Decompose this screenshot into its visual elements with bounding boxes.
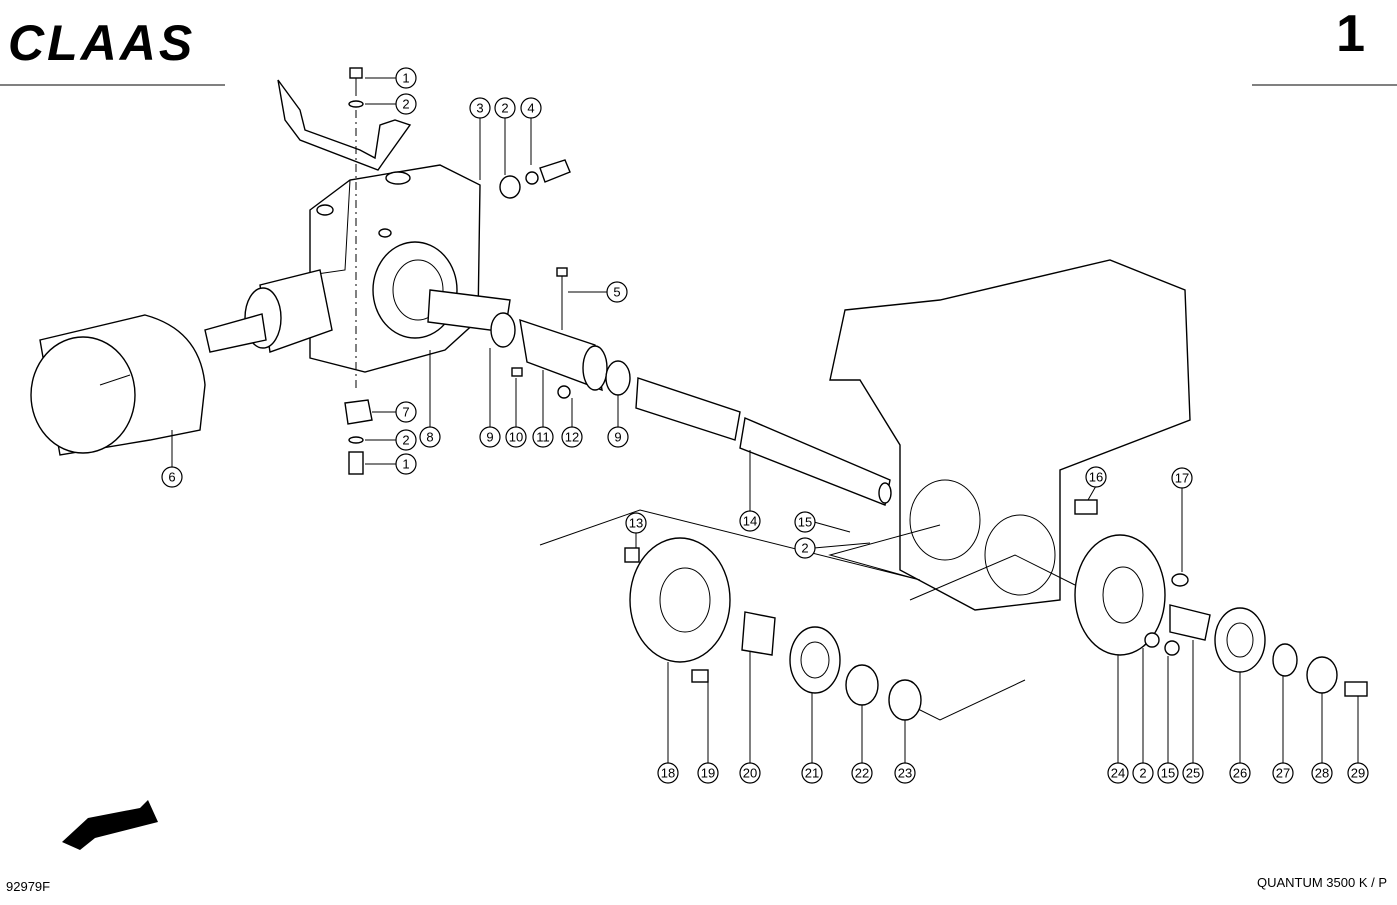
callout-29: 29: [1347, 696, 1369, 784]
svg-text:26: 26: [1233, 766, 1247, 781]
callout-6: 6: [161, 430, 183, 488]
model-name: QUANTUM 3500 K / P: [1256, 875, 1387, 890]
callout-2-b: 2: [494, 97, 516, 175]
svg-text:16: 16: [1089, 470, 1103, 485]
callout-20: 20: [739, 652, 761, 784]
svg-text:19: 19: [701, 766, 715, 781]
svg-text:8: 8: [426, 430, 433, 445]
callout-19: 19: [697, 682, 719, 784]
gearbox: [204, 164, 511, 373]
svg-text:2: 2: [501, 101, 508, 116]
callout-16: 16: [1085, 466, 1107, 501]
callout-25: 25: [1182, 640, 1204, 784]
callout-11: 11: [532, 370, 554, 448]
svg-text:23: 23: [898, 766, 912, 781]
left-bearing-assembly: [624, 537, 922, 721]
callout-14: 14: [739, 450, 761, 532]
callout-2-top: 2: [365, 93, 417, 115]
svg-text:7: 7: [402, 405, 409, 420]
callout-7: 7: [372, 401, 417, 423]
drive-shaft: [635, 377, 892, 506]
bolts-and-washers: [344, 67, 571, 475]
callout-12: 12: [561, 398, 583, 448]
callout-24: 24: [1107, 655, 1129, 784]
guard-tube: [30, 314, 206, 456]
callout-10: 10: [505, 378, 527, 448]
callout-1-top: 1: [365, 67, 417, 89]
callout-9-right: 9: [607, 395, 629, 448]
callout-23: 23: [894, 720, 916, 784]
svg-text:2: 2: [402, 97, 409, 112]
svg-text:11: 11: [536, 430, 550, 445]
svg-text:2: 2: [1139, 766, 1146, 781]
svg-text:12: 12: [565, 430, 579, 445]
callout-2-c: 2: [365, 429, 417, 451]
svg-text:27: 27: [1276, 766, 1290, 781]
engine-housing: [829, 259, 1191, 611]
callout-layer: 1 2 3 2 4 5 6 7 2 1 8 9 10 11 12 9 14 13…: [161, 67, 1369, 784]
callout-2-mid: 2: [794, 537, 871, 559]
svg-text:1: 1: [402, 71, 409, 86]
svg-text:9: 9: [486, 430, 493, 445]
svg-text:20: 20: [743, 766, 757, 781]
svg-text:6: 6: [168, 470, 175, 485]
callout-8: 8: [419, 350, 441, 448]
svg-text:14: 14: [743, 514, 757, 529]
arrow-left-down-icon: [62, 800, 158, 850]
callout-21: 21: [801, 693, 823, 784]
callout-18: 18: [657, 662, 679, 784]
right-bearing-assembly: [1074, 499, 1368, 697]
callout-22: 22: [851, 705, 873, 784]
svg-text:17: 17: [1175, 471, 1189, 486]
callout-4: 4: [520, 97, 542, 165]
svg-text:22: 22: [855, 766, 869, 781]
callout-9-left: 9: [479, 348, 501, 448]
callout-13: 13: [625, 512, 647, 548]
svg-text:CLAAS: CLAAS: [8, 15, 195, 71]
svg-text:18: 18: [661, 766, 675, 781]
callout-17: 17: [1171, 467, 1193, 572]
callout-5: 5: [568, 281, 628, 303]
callout-15-top: 15: [794, 511, 851, 533]
svg-text:9: 9: [614, 430, 621, 445]
callout-28: 28: [1311, 693, 1333, 784]
callout-1-bottom: 1: [365, 453, 417, 475]
svg-text:10: 10: [509, 430, 523, 445]
svg-text:24: 24: [1111, 766, 1125, 781]
svg-text:3: 3: [476, 101, 483, 116]
claas-logo: CLAAS: [8, 15, 195, 71]
mounting-bracket: [277, 79, 412, 171]
svg-text:28: 28: [1315, 766, 1329, 781]
drawing-number: 92979F: [6, 879, 51, 894]
callout-15-right: 15: [1157, 656, 1179, 784]
svg-text:2: 2: [801, 541, 808, 556]
callout-27: 27: [1272, 676, 1294, 784]
svg-text:29: 29: [1351, 766, 1365, 781]
svg-text:21: 21: [805, 766, 819, 781]
svg-text:15: 15: [1161, 766, 1175, 781]
svg-text:25: 25: [1186, 766, 1200, 781]
callout-2-right: 2: [1132, 648, 1154, 784]
svg-text:1: 1: [402, 457, 409, 472]
callout-26: 26: [1229, 672, 1251, 784]
svg-text:2: 2: [402, 433, 409, 448]
svg-text:4: 4: [527, 101, 534, 116]
svg-text:15: 15: [798, 515, 812, 530]
page-number: 1: [1336, 5, 1365, 63]
callout-3: 3: [469, 97, 491, 180]
svg-text:13: 13: [629, 516, 643, 531]
sleeve-and-rings: [490, 267, 631, 399]
svg-text:5: 5: [613, 285, 620, 300]
